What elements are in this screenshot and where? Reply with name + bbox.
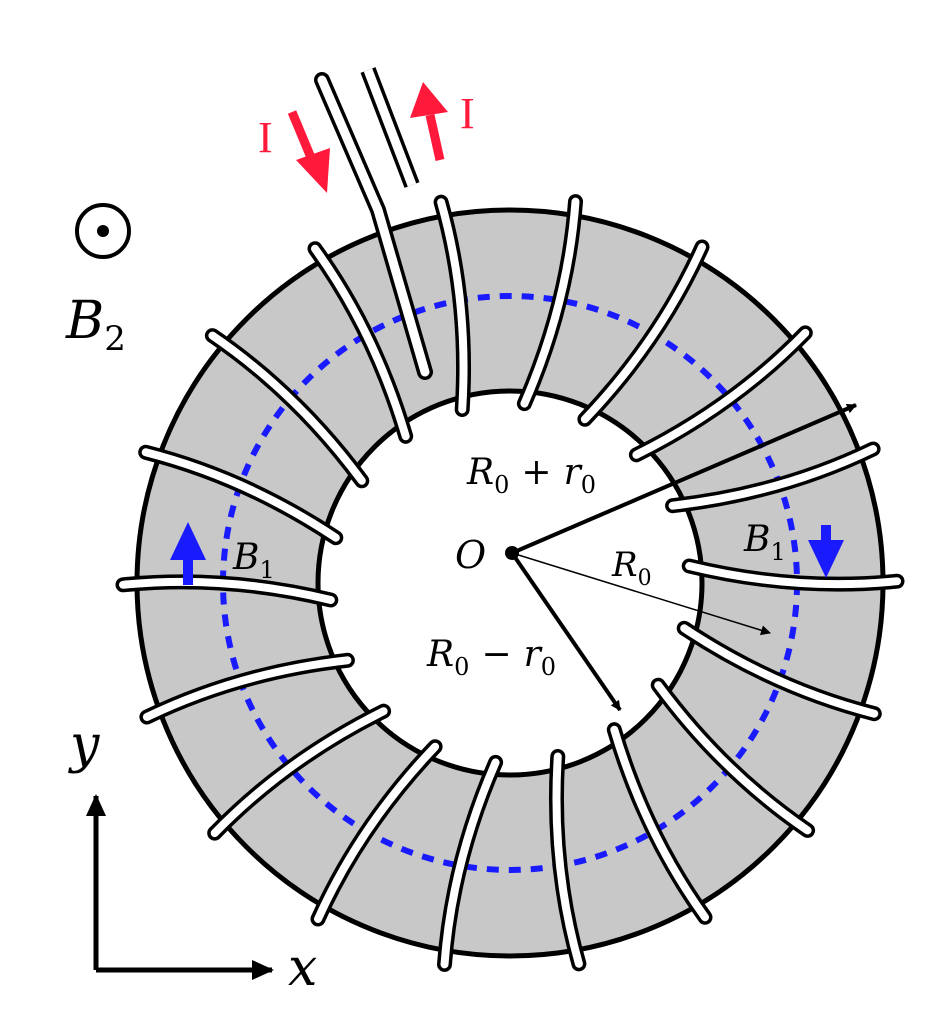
origin-point (505, 546, 519, 560)
label-b1-right: B1 (743, 519, 786, 566)
coil-turn (680, 624, 879, 718)
axis-label-x: x (288, 938, 317, 998)
coil-turn (520, 197, 580, 408)
label-r0-minus-r0: R0−r0 (426, 634, 556, 681)
current-in-arrow (287, 110, 330, 193)
axis-label-y: y (68, 715, 100, 775)
current-label-out: I (460, 89, 475, 138)
b1-arrow-left (170, 522, 206, 585)
radius-arrow-inner (510, 551, 622, 712)
label-r0: R0 (611, 545, 652, 591)
coil-turn (142, 656, 352, 721)
coil-turn (654, 681, 812, 835)
coil-turn (668, 445, 878, 510)
current-label-in: I (258, 113, 273, 162)
lead-wires (314, 67, 433, 380)
coil-turn (685, 562, 901, 589)
coil-turn (311, 244, 410, 441)
origin-label: O (455, 533, 486, 577)
coil-turn (440, 758, 500, 969)
radius-arrow-outer (511, 403, 857, 555)
coil-windings (115, 194, 905, 972)
b1-arrow-right (808, 525, 844, 578)
coil-turn (210, 707, 388, 838)
coil-turn (141, 448, 340, 542)
coil-turn (610, 725, 709, 922)
label-r0-plus-r0: R0+r0 (466, 452, 596, 499)
coil-turn (580, 243, 706, 424)
coil-turn (208, 331, 366, 485)
label-b1-left: B1 (232, 537, 275, 584)
coil-turn (552, 752, 583, 968)
current-out-arrow (410, 82, 448, 161)
circle-dot-icon (75, 203, 131, 259)
coil-turn (437, 198, 468, 414)
coil-turn (314, 742, 440, 923)
radius-arrow-mid (511, 552, 771, 636)
coil-turn (119, 577, 335, 604)
label-b2: B2 (65, 291, 126, 359)
coil-turn (632, 328, 810, 459)
